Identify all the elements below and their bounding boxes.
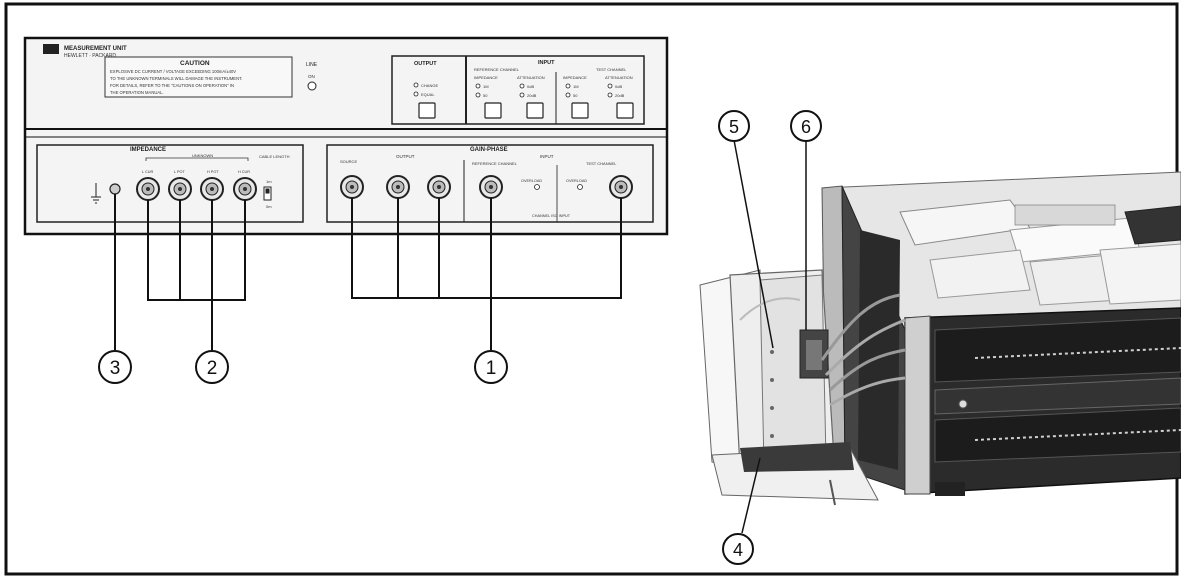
ground-terminal[interactable]	[110, 184, 120, 194]
output-option-label: CHANGE	[421, 83, 438, 88]
bnc-connector-output-1[interactable]	[387, 176, 409, 198]
indicator-label: 0dB	[615, 84, 622, 89]
gp-output-label: OUTPUT	[396, 154, 415, 159]
indicator-label: 0dB	[527, 84, 534, 89]
overload-label: OVERLOAD	[566, 179, 587, 183]
caution-line: TO THE UNKNOWN TERMINALS WILL DAMAGE THE…	[110, 76, 242, 81]
line-label: LINE	[306, 62, 318, 68]
bnc-connector-output-2[interactable]	[428, 176, 450, 198]
impedance-sub-label: IMPEDANCE	[474, 75, 498, 80]
indicator-label: 1M	[483, 84, 489, 89]
unknown-label: UNKNOWN	[192, 153, 213, 158]
overload-label: OVERLOAD	[521, 179, 542, 183]
hcur-label: H CUR	[238, 170, 250, 174]
overload-lamp	[578, 185, 583, 190]
cable-1m-label: 1m	[266, 179, 272, 184]
output-label: OUTPUT	[414, 61, 437, 67]
bnc-connector-hcur[interactable]	[234, 178, 256, 200]
callout-4-number: 4	[733, 540, 743, 560]
impedance-section-label: IMPEDANCE	[130, 147, 166, 153]
bnc-connector-lcur[interactable]	[137, 178, 159, 200]
impedance-sub-label: IMPEDANCE	[563, 75, 587, 80]
callout-3: 3	[99, 351, 131, 383]
caution-line: THE OPERATION MANUAL.	[110, 90, 164, 95]
callout-2-number: 2	[207, 358, 218, 379]
callout-5-number: 5	[729, 117, 739, 137]
caution-title: CAUTION	[180, 60, 210, 67]
bnc-connector-source[interactable]	[341, 176, 363, 198]
indicator-lamp	[414, 92, 418, 96]
indicator-label: 1M	[573, 84, 579, 89]
gp-input-label: INPUT	[540, 154, 554, 159]
indicator-label: 50	[573, 93, 578, 98]
ref-attenuation-button[interactable]	[527, 103, 543, 118]
cable-0m-label: 0m	[266, 204, 272, 209]
lcur-label: L CUR	[142, 170, 154, 174]
bnc-connector-lpot[interactable]	[169, 178, 191, 200]
output-option-label: EQUAL	[421, 92, 435, 97]
callout-6-number: 6	[801, 117, 811, 137]
callout-1-number: 1	[486, 358, 497, 379]
instrument-photo	[700, 172, 1181, 505]
attenuation-sub-label: ATTENUATION	[605, 75, 633, 80]
attenuation-sub-label: ATTENUATION	[517, 75, 545, 80]
indicator-label: 50	[483, 93, 488, 98]
callout-2: 2	[196, 351, 228, 383]
hpot-label: H POT	[207, 170, 219, 174]
indicator-lamp	[414, 83, 418, 87]
gp-ref-channel-label: REFERENCE CHANNEL	[472, 161, 518, 166]
overload-lamp	[535, 185, 540, 190]
line-on-label: ON	[308, 74, 315, 79]
indicator-label: 20dB	[615, 93, 625, 98]
test-impedance-button[interactable]	[572, 103, 588, 118]
hp-logo	[43, 44, 59, 54]
source-label: SOURCE	[340, 159, 357, 164]
bnc-connector-ref-input[interactable]	[480, 176, 502, 198]
test-channel-label: TEST CHANNEL	[596, 67, 627, 72]
cable-length-label: CABLE LENGTH	[259, 154, 290, 159]
ref-impedance-button[interactable]	[485, 103, 501, 118]
callout-3-number: 3	[110, 358, 121, 379]
input-label: INPUT	[538, 60, 555, 66]
bnc-connector-hpot[interactable]	[201, 178, 223, 200]
gp-test-channel-label: TEST CHANNEL	[586, 161, 617, 166]
gain-phase-section-label: GAIN-PHASE	[470, 147, 508, 153]
front-panel: MEASUREMENT UNIT HEWLETT · PACKARD CAUTI…	[25, 38, 667, 234]
bnc-connector-test-input[interactable]	[610, 176, 632, 198]
line-switch[interactable]	[308, 82, 316, 90]
brand-label: MEASUREMENT UNIT	[64, 46, 127, 52]
caution-line: EXPLOSIVE DC CURRENT / VOLTAGE EXCEEDING…	[110, 69, 236, 74]
caution-line: FOR DETAILS, REFER TO THE "CAUTIONS ON O…	[110, 83, 234, 88]
test-attenuation-button[interactable]	[617, 103, 633, 118]
ref-channel-label: REFERENCE CHANNEL	[474, 67, 520, 72]
lpot-label: L POT	[174, 170, 186, 174]
output-select-button[interactable]	[419, 103, 435, 118]
gp-footnote: CHANNEL ISO INPUT	[532, 214, 571, 218]
callout-1: 1	[475, 351, 507, 383]
indicator-label: 20dB	[527, 93, 537, 98]
